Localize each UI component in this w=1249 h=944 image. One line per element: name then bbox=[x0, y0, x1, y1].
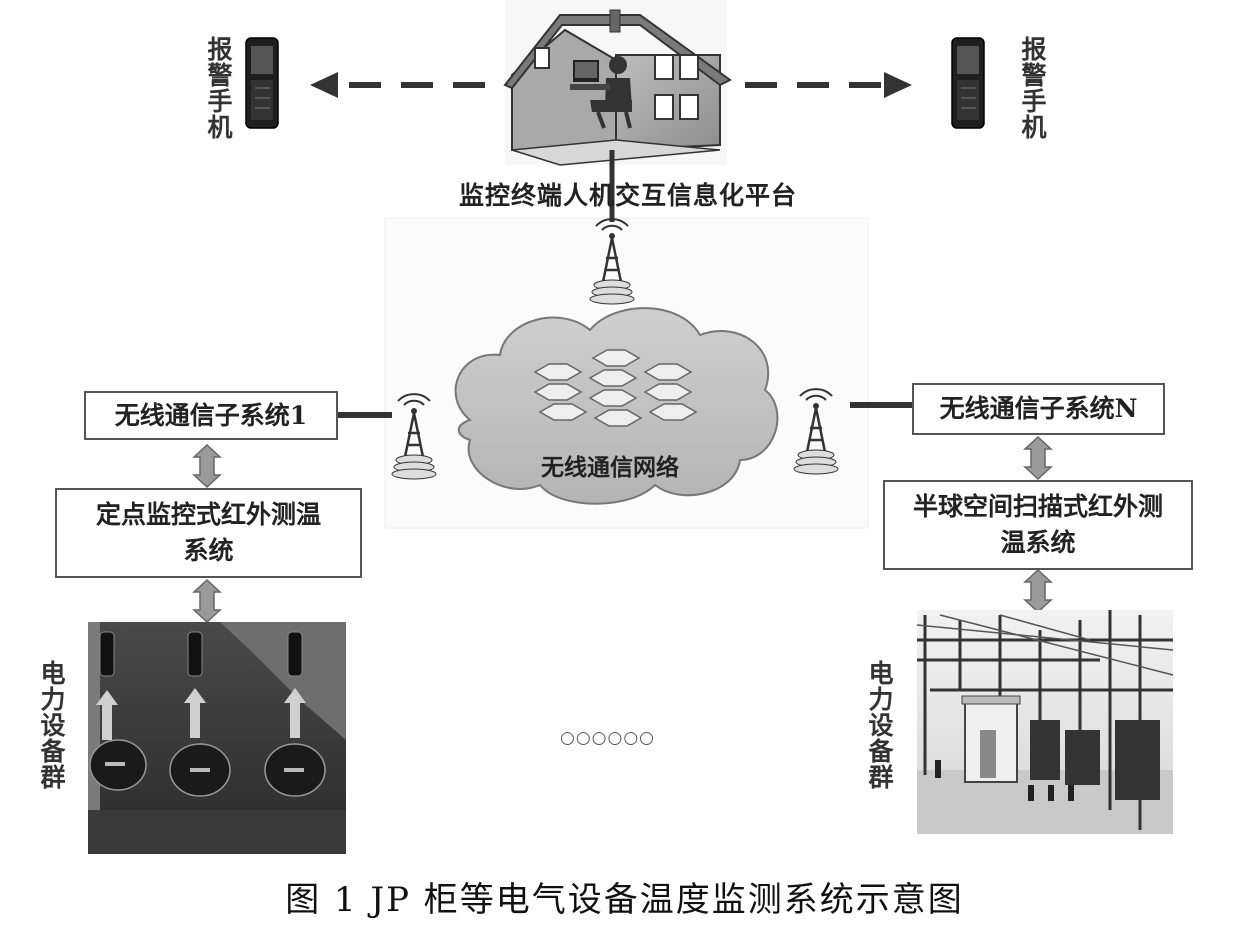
right-measure-system-box: 半球空间扫描式红外测温系统 bbox=[883, 480, 1193, 570]
house-with-operator-icon bbox=[503, 9, 732, 166]
dashed-arrow-right bbox=[745, 72, 912, 98]
double-arrow-icon bbox=[1023, 435, 1053, 481]
substation-photo bbox=[916, 610, 1174, 834]
network-label: 无线通信网络 bbox=[541, 454, 679, 481]
alarm-phone-right-label: 报警手机 bbox=[1018, 36, 1047, 140]
left-comm-subsystem-box: 无线通信子系统1 bbox=[84, 391, 338, 440]
radio-tower-icon bbox=[391, 393, 437, 480]
figure-caption: 图 1 JP 柜等电气设备温度监测系统示意图 bbox=[285, 880, 964, 920]
platform-label: 监控终端人机交互信息化平台 bbox=[458, 181, 797, 210]
left-measure-system-box: 定点监控式红外测温系统 bbox=[55, 488, 362, 578]
electrical-cabinet-photo bbox=[88, 622, 346, 854]
double-arrow-icon bbox=[192, 578, 222, 624]
radio-tower-icon bbox=[589, 218, 635, 305]
dashed-arrow-left bbox=[310, 72, 485, 98]
ellipsis-dots: ○○○○○○ bbox=[560, 728, 656, 748]
mobile-phone-icon bbox=[245, 37, 279, 129]
radio-tower-icon bbox=[793, 388, 839, 475]
left-equipment-label: 电力设备群 bbox=[37, 660, 66, 790]
right-equipment-label: 电力设备群 bbox=[865, 660, 894, 790]
alarm-phone-left-label: 报警手机 bbox=[204, 36, 233, 140]
right-comm-subsystem-box: 无线通信子系统N bbox=[912, 383, 1165, 435]
double-arrow-icon bbox=[1023, 568, 1053, 614]
double-arrow-icon bbox=[192, 443, 222, 489]
cloud-icon bbox=[454, 307, 779, 505]
mobile-phone-icon bbox=[951, 37, 985, 129]
